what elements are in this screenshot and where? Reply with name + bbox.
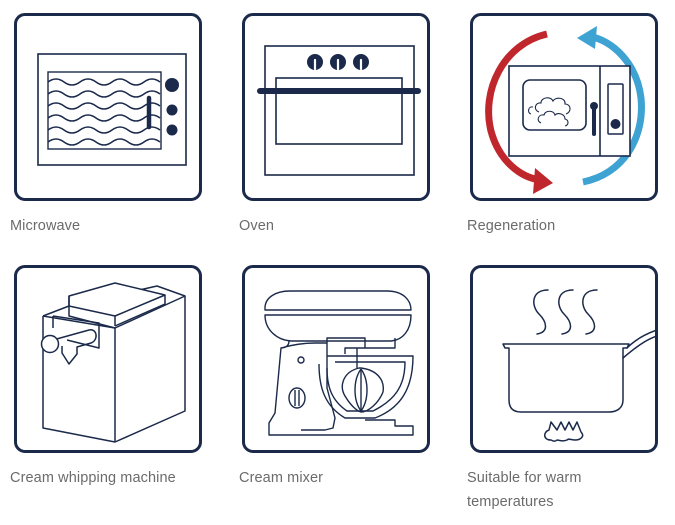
item-label: Regeneration bbox=[467, 218, 556, 234]
icon-tile bbox=[470, 13, 658, 201]
oven-icon bbox=[257, 45, 421, 176]
item-label: Oven bbox=[239, 218, 275, 234]
icon-tile bbox=[470, 265, 658, 453]
icon-tile bbox=[14, 265, 202, 453]
warm-temperature-pan-icon bbox=[502, 289, 655, 442]
regeneration-icon bbox=[485, 26, 645, 194]
cream-mixer-icon bbox=[264, 290, 414, 436]
icon-tile bbox=[242, 265, 430, 453]
icon-tile bbox=[14, 13, 202, 201]
flame-icon bbox=[544, 421, 584, 442]
item-label: Suitable for warm temperatures bbox=[467, 470, 582, 510]
red-arrow-icon bbox=[485, 30, 548, 184]
microwave-icon bbox=[37, 53, 187, 166]
usage-item-regeneration: Regeneration bbox=[467, 13, 660, 238]
item-label: Microwave bbox=[10, 218, 81, 234]
usage-item-oven: Oven bbox=[239, 13, 432, 238]
item-label: Cream mixer bbox=[239, 470, 324, 486]
usage-item-warm-temperatures: Suitable for warm temperatures bbox=[467, 265, 660, 514]
icon-tile bbox=[242, 13, 430, 201]
usage-item-cream-whipping-machine: Cream whipping machine bbox=[10, 265, 204, 490]
usage-item-microwave: Microwave bbox=[10, 13, 204, 238]
item-label: Cream whipping machine bbox=[10, 470, 176, 486]
steam-icon bbox=[533, 289, 598, 335]
blue-arrow-icon bbox=[582, 32, 645, 186]
usage-item-cream-mixer: Cream mixer bbox=[239, 265, 432, 490]
cream-whipping-machine-icon bbox=[40, 282, 186, 443]
